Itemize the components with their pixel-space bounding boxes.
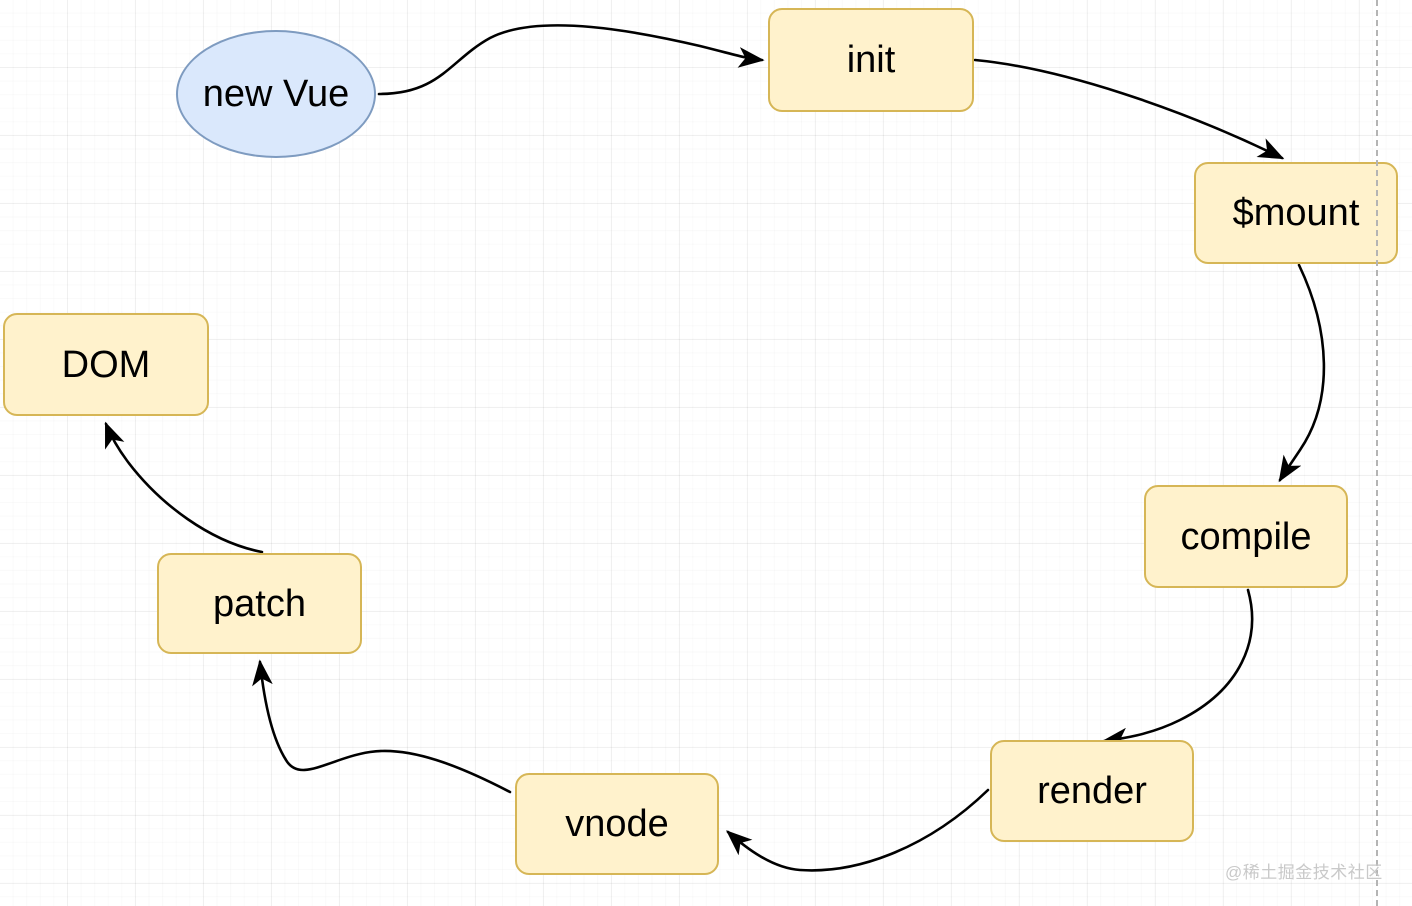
node-label-dom: DOM	[61, 343, 151, 386]
node-label-new-vue: new Vue	[202, 73, 350, 115]
node-dom[interactable]: DOM	[3, 313, 209, 416]
node-label-patch: patch	[213, 582, 306, 625]
edge-compile-to-render	[1101, 588, 1254, 749]
edge-vnode-to-patch	[252, 659, 512, 794]
node-init[interactable]: init	[768, 8, 974, 112]
node-vnode[interactable]: vnode	[515, 773, 719, 875]
node-label-compile: compile	[1180, 515, 1312, 558]
watermark-text: @稀土掘金技术社区	[1225, 863, 1383, 882]
edge-render-to-vnode	[726, 788, 990, 872]
node-mount[interactable]: $mount	[1194, 162, 1398, 264]
edge-new-vue-to-init	[377, 24, 765, 96]
edge-mount-to-compile	[1278, 263, 1326, 483]
page-boundary-line	[1376, 0, 1378, 906]
node-patch[interactable]: patch	[157, 553, 362, 654]
node-label-vnode: vnode	[565, 803, 669, 845]
node-new-vue[interactable]: new Vue	[176, 30, 376, 158]
node-render[interactable]: render	[990, 740, 1194, 842]
node-compile[interactable]: compile	[1144, 485, 1348, 588]
node-label-mount: $mount	[1232, 192, 1360, 234]
edge-patch-to-dom	[104, 421, 264, 554]
node-label-render: render	[1037, 770, 1147, 812]
edge-init-to-mount	[973, 58, 1285, 160]
node-label-init: init	[846, 39, 896, 81]
